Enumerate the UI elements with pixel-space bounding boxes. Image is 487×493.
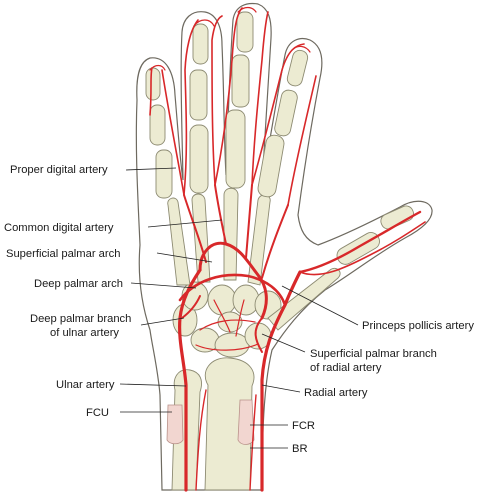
label-superficial-palmar-branch-line2: of radial artery bbox=[310, 362, 382, 374]
label-radial-artery: Radial artery bbox=[304, 387, 368, 399]
princeps-pollicis-artery bbox=[298, 210, 422, 274]
arteries bbox=[149, 6, 426, 492]
carpal-bones bbox=[172, 281, 282, 358]
label-deep-palmar-branch-line1: Deep palmar branch bbox=[30, 313, 131, 325]
label-superficial-palmar-branch-line1: Superficial palmar branch bbox=[310, 348, 437, 360]
label-proper-digital-artery: Proper digital artery bbox=[10, 164, 108, 176]
label-superficial-palmar-arch: Superficial palmar arch bbox=[6, 248, 120, 260]
label-princeps-pollicis-artery: Princeps pollicis artery bbox=[362, 320, 474, 332]
label-ulnar-artery: Ulnar artery bbox=[56, 379, 115, 391]
fcu-tendon bbox=[166, 404, 184, 445]
ulnar-artery bbox=[178, 268, 202, 492]
label-deep-palmar-arch: Deep palmar arch bbox=[34, 278, 123, 290]
deep-palmar-arch bbox=[178, 273, 287, 307]
tendons bbox=[166, 399, 255, 445]
label-br: BR bbox=[292, 443, 308, 455]
superficial-palmar-arch bbox=[198, 241, 268, 320]
leader-lines bbox=[119, 167, 359, 449]
label-fcr: FCR bbox=[292, 420, 315, 432]
label-fcu: FCU bbox=[86, 407, 109, 419]
fcr-tendon bbox=[237, 399, 255, 445]
labels: Proper digital artery Common digital art… bbox=[4, 164, 474, 455]
radius-bone bbox=[204, 357, 255, 491]
label-common-digital-artery: Common digital artery bbox=[4, 222, 114, 234]
radial-artery bbox=[260, 270, 302, 492]
label-deep-palmar-branch-line2: of ulnar artery bbox=[50, 327, 119, 339]
